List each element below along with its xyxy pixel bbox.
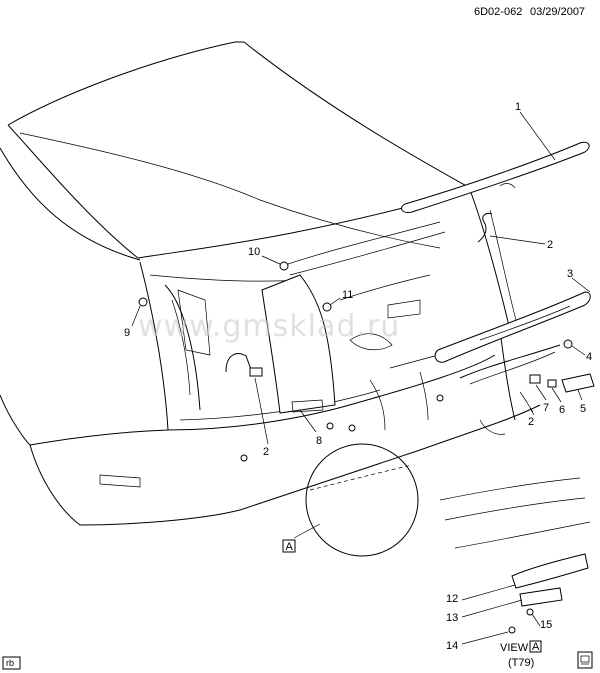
callout-8: 8	[316, 435, 322, 447]
callout-2-right: 2	[528, 416, 534, 428]
reference-box-a: A	[282, 539, 296, 553]
part-12-lamp-housing	[511, 553, 589, 589]
watermark: www.gmsklad.ru	[138, 309, 400, 344]
callout-4: 4	[586, 351, 592, 363]
svg-text:rb: rb	[6, 658, 14, 668]
callout-3: 3	[567, 268, 573, 280]
view-letter: A	[532, 641, 540, 653]
part-3-applique	[434, 291, 591, 363]
fastener	[240, 454, 248, 462]
view-a-detail	[439, 477, 591, 634]
footer-initials-box: rb	[2, 656, 21, 670]
callout-7: 7	[543, 402, 549, 414]
part-4-clip	[563, 339, 573, 349]
harness-assembly	[459, 339, 573, 413]
view-label: VIEW A (T79)	[500, 640, 542, 669]
callout-12: 12	[446, 593, 458, 605]
part-2-wire-upper	[477, 213, 493, 243]
view-code: (T79)	[508, 657, 534, 669]
detail-circle	[305, 443, 419, 557]
part-2-connector-left	[249, 367, 263, 377]
part-13-bracket	[519, 587, 563, 607]
callout-5: 5	[580, 403, 586, 415]
part-9-nut	[138, 297, 148, 307]
tail-lamp-left	[164, 284, 211, 411]
callout-14: 14	[446, 640, 458, 652]
callout-9: 9	[124, 327, 130, 339]
callout-labels: 1 2 3 4 5 6 7 2 8 2 9 10 11 12 13 14 15	[124, 101, 592, 652]
callout-11: 11	[342, 289, 353, 301]
callout-13: 13	[446, 612, 458, 624]
fastener	[436, 394, 444, 402]
drawing-id: 6D02-062	[474, 6, 522, 18]
part-8-trim-panel	[261, 274, 336, 414]
book-icon	[577, 651, 593, 669]
fastener	[326, 422, 334, 430]
callout-1: 1	[515, 101, 521, 113]
part-15-screw	[526, 608, 534, 616]
part-1-spoiler	[401, 141, 590, 213]
rear-window	[7, 41, 471, 259]
part-5-license-lamp	[561, 373, 595, 393]
view-text: VIEW	[500, 642, 529, 654]
part-7-bulb	[529, 374, 541, 384]
part-14-screw	[508, 626, 516, 634]
callout-10: 10	[248, 246, 260, 258]
part-2-wire-left	[225, 353, 253, 373]
callout-15: 15	[540, 619, 552, 631]
vehicle-body	[0, 147, 541, 526]
callout-6: 6	[559, 404, 565, 416]
part-6-socket	[547, 379, 557, 388]
callout-2-left: 2	[263, 446, 269, 458]
svg-text:A: A	[286, 541, 294, 553]
callout-2-upper: 2	[547, 239, 553, 251]
leader-lines	[131, 111, 591, 645]
drawing-date: 03/29/2007	[530, 6, 585, 18]
part-10-nut	[279, 261, 289, 271]
fastener	[348, 424, 356, 432]
part-11-nut	[322, 302, 332, 312]
trunk-hinge	[284, 221, 446, 351]
detail-reference	[309, 464, 413, 491]
